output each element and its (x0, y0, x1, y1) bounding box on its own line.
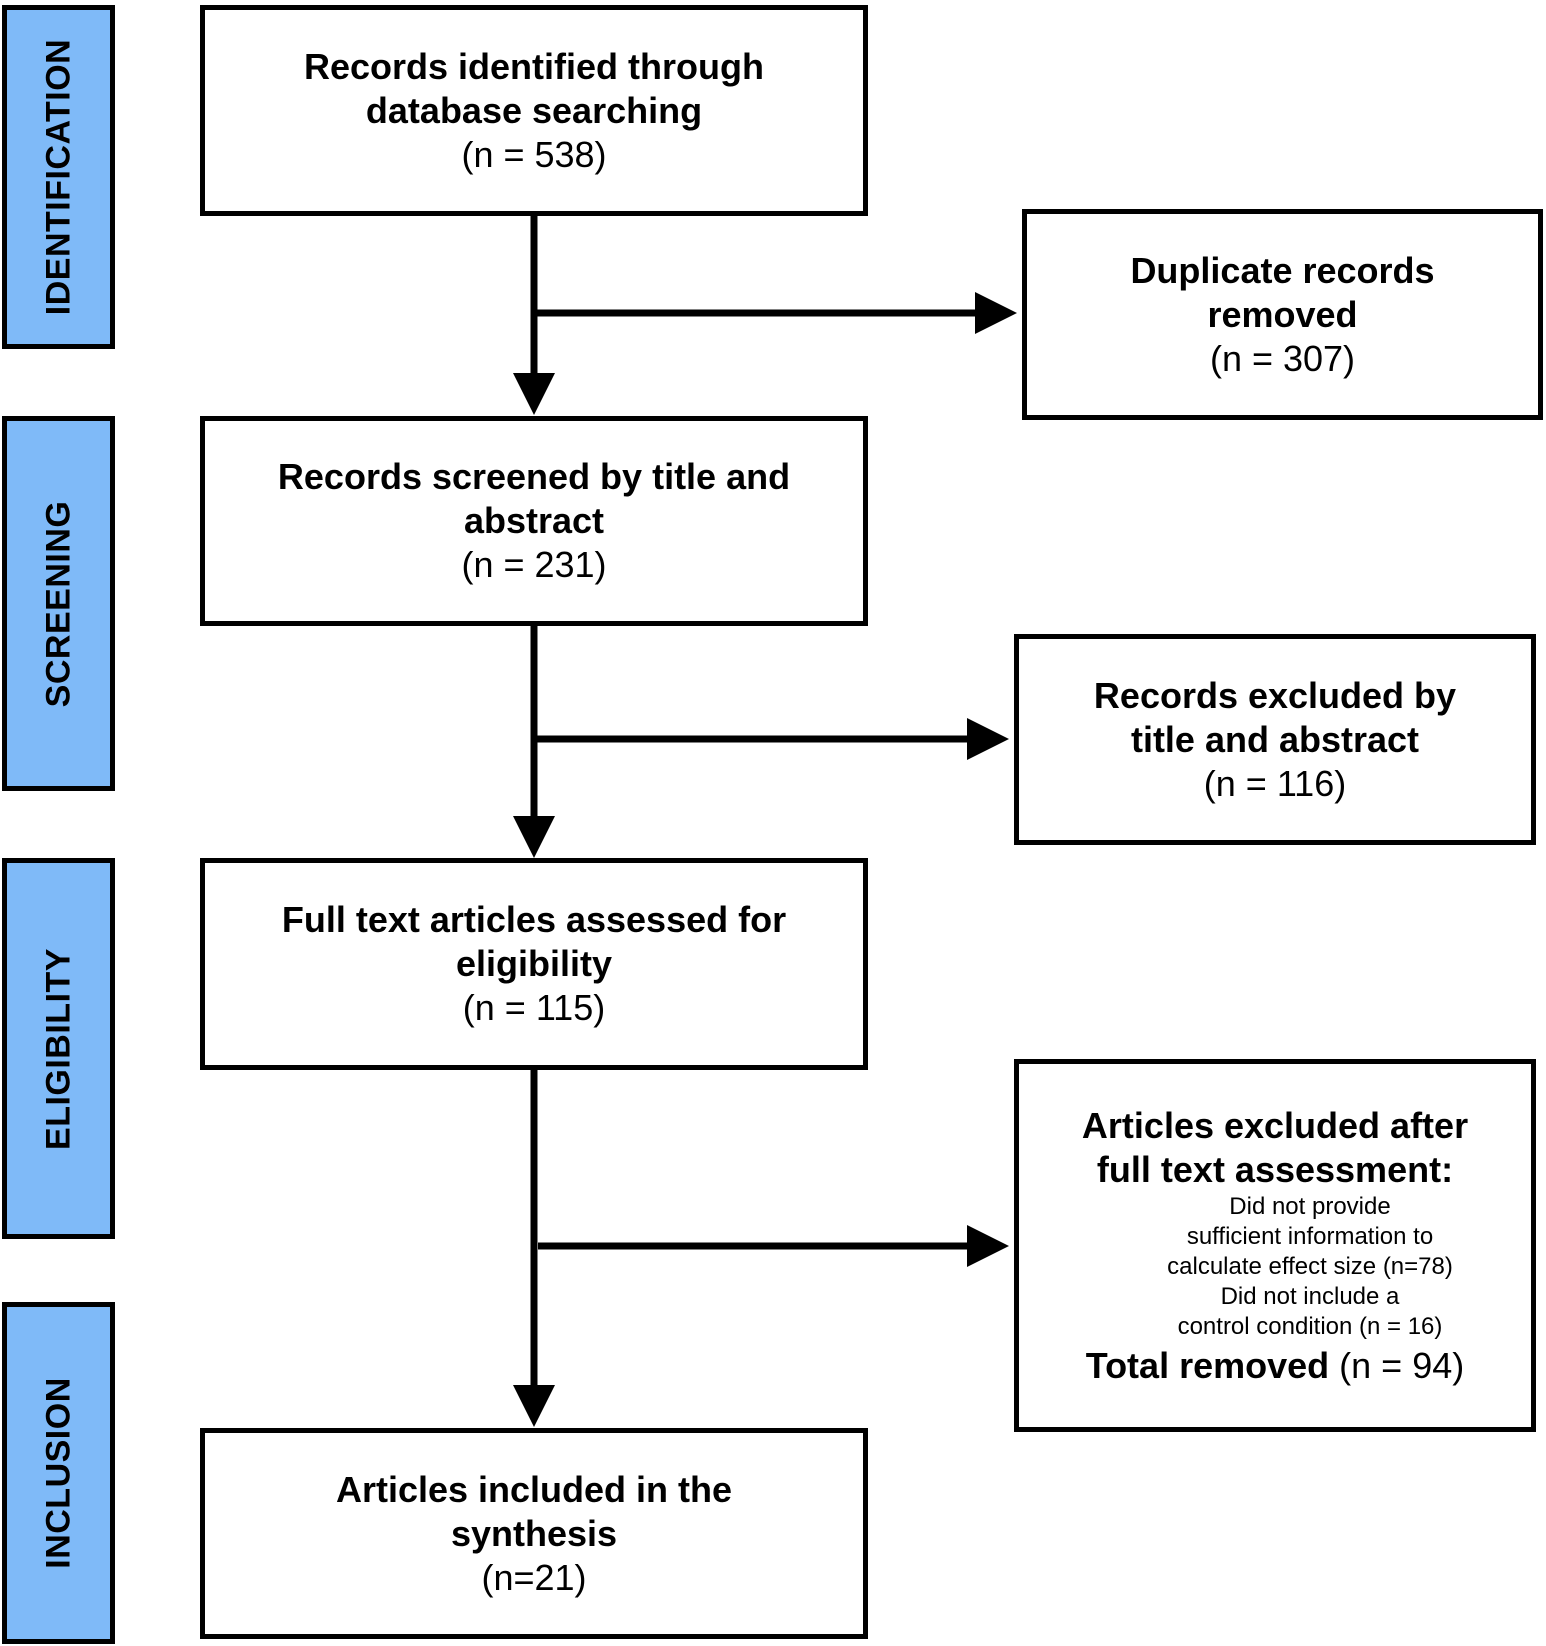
box-articles-included: Articles included in the synthesis (n=21… (200, 1428, 868, 1639)
reason2-line1: Did not include a (1220, 1282, 1400, 1310)
full-text-assessed-title-line1: Full text articles assessed for (281, 899, 787, 940)
box-records-identified: Records identified through database sear… (200, 5, 868, 216)
duplicates-removed-title-line2: removed (1207, 293, 1358, 335)
box-duplicates-removed: Duplicate records removed (n = 307) (1022, 209, 1543, 420)
exclusion-reason-effect-size: Did not provide sufficient information t… (1167, 1192, 1453, 1282)
articles-included-title-line1: Articles included in the (335, 1468, 733, 1510)
total-removed-label: Total removed (1085, 1344, 1330, 1386)
records-identified-title-line1: Records identified through (303, 45, 764, 87)
phase-inclusion: INCLUSION (2, 1302, 115, 1644)
box-full-text-assessed: Full text articles assessed for eligibil… (200, 858, 868, 1070)
records-screened-count: (n = 231) (461, 544, 607, 585)
total-removed: Total removed (n = 94) (1086, 1344, 1464, 1388)
box-articles-excluded-full-text: Articles excluded after full text assess… (1014, 1059, 1536, 1432)
records-identified-count: (n = 538) (461, 133, 607, 175)
full-text-assessed-title-line2: eligibility (455, 943, 613, 984)
total-removed-count: (n = 94) (1339, 1344, 1465, 1386)
articles-included-title-line2: synthesis (450, 1512, 618, 1554)
box-records-screened: Records screened by title and abstract (… (200, 416, 868, 626)
exclusion-reason-control-condition: Did not include a control condition (n =… (1178, 1282, 1443, 1342)
excluded-full-text-title-line1: Articles excluded after (1081, 1104, 1469, 1146)
full-text-assessed-count: (n = 115) (462, 987, 606, 1028)
duplicates-removed-title-line1: Duplicate records (1130, 249, 1435, 291)
box-records-excluded-abstract: Records excluded by title and abstract (… (1014, 634, 1536, 845)
articles-included-count: (n=21) (481, 1556, 587, 1598)
records-screened-title-line1: Records screened by title and (277, 456, 791, 497)
records-excluded-abstract-count: (n = 116) (1203, 762, 1347, 804)
records-identified-title-line2: database searching (365, 89, 703, 131)
reason1-line1: Did not provide (1229, 1192, 1391, 1220)
excluded-full-text-title-line2: full text assessment: (1096, 1148, 1454, 1190)
reason1-line3: calculate effect size (n=78) (1167, 1252, 1453, 1280)
records-screened-title-line2: abstract (463, 500, 605, 541)
records-excluded-abstract-title-line2: title and abstract (1130, 718, 1420, 760)
phase-screening: SCREENING (2, 416, 115, 791)
phase-eligibility: ELIGIBILITY (2, 858, 115, 1239)
reason2-line2: control condition (n = 16) (1177, 1312, 1443, 1340)
records-excluded-abstract-title-line1: Records excluded by (1093, 674, 1457, 716)
phase-identification: IDENTIFICATION (2, 5, 115, 349)
duplicates-removed-count: (n = 307) (1209, 337, 1356, 379)
reason1-line2: sufficient information to (1186, 1222, 1434, 1250)
